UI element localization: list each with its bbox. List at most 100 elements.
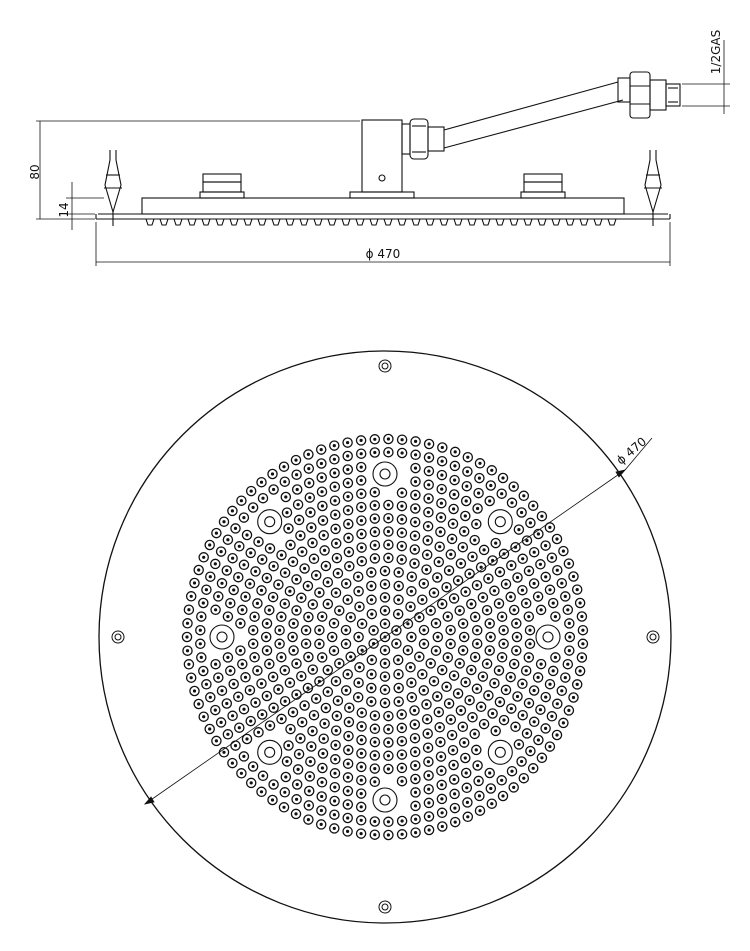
nozzle (299, 700, 310, 711)
nozzle (540, 540, 551, 551)
nozzle (474, 472, 485, 484)
nozzle (527, 500, 539, 511)
nozzle (274, 638, 285, 650)
nozzle (355, 788, 367, 799)
nozzle (279, 476, 291, 487)
nozzle (436, 664, 448, 676)
nozzle (469, 728, 480, 740)
nozzle (536, 752, 548, 764)
nozzle (355, 435, 367, 446)
nozzle (355, 475, 367, 486)
nozzle (485, 631, 496, 643)
nozzle (316, 805, 327, 816)
side-nozzle (243, 218, 253, 226)
nozzle (409, 732, 421, 744)
nozzle (250, 697, 261, 708)
nozzle (527, 763, 539, 774)
nozzle (532, 591, 544, 602)
nozzle (369, 539, 381, 551)
nozzle (369, 710, 381, 721)
nozzle (460, 586, 471, 598)
side-nozzle (453, 218, 463, 226)
nozzle (442, 652, 454, 663)
nozzle (435, 736, 446, 748)
nozzle (540, 571, 551, 583)
large-nozzle (487, 509, 513, 535)
nozzle (383, 750, 394, 762)
nozzle (280, 491, 292, 503)
nozzle (328, 645, 340, 656)
nozzle (210, 604, 221, 616)
side-nozzle (523, 218, 533, 226)
nozzle (291, 779, 303, 790)
nozzle (410, 449, 421, 461)
nozzle (436, 765, 447, 777)
nozzle (436, 598, 448, 610)
nozzle (410, 436, 421, 447)
nozzle (330, 523, 341, 535)
nozzle (423, 493, 434, 504)
nozzle (356, 721, 367, 732)
nozzle (369, 816, 381, 827)
nozzle (302, 580, 314, 592)
nozzle (383, 829, 394, 841)
large-nozzle (209, 624, 235, 650)
nozzle (290, 808, 302, 820)
nozzle (304, 771, 316, 782)
side-nozzle (509, 218, 519, 226)
nozzle (306, 522, 317, 533)
nozzle (417, 669, 428, 680)
nozzle (484, 645, 495, 656)
nozzle (523, 611, 535, 622)
nozzle (322, 598, 334, 610)
nozzle (234, 722, 245, 733)
nozzle (460, 676, 471, 688)
nozzle (562, 658, 574, 670)
nozzle (307, 537, 318, 549)
nozzle (418, 578, 430, 589)
nozzle (369, 447, 381, 458)
nozzle (352, 692, 364, 703)
side-nozzle (467, 218, 477, 226)
nozzle (471, 518, 482, 530)
nozzle (302, 682, 314, 694)
nozzle (457, 645, 469, 656)
nozzle (198, 552, 209, 563)
nozzle (458, 737, 470, 748)
nozzle (316, 472, 327, 483)
nozzle (342, 758, 354, 769)
nozzle (577, 638, 589, 650)
nozzle (471, 744, 482, 756)
nozzle (342, 477, 354, 489)
nozzle (423, 438, 435, 450)
nozzle (310, 570, 322, 581)
nozzle (410, 800, 421, 812)
nozzle (288, 618, 299, 629)
nozzle (512, 572, 523, 583)
nozzle (317, 500, 328, 512)
nozzle (393, 668, 404, 680)
nozzle (396, 829, 408, 840)
nozzle (322, 664, 334, 676)
nozzle (241, 529, 253, 541)
nozzle (460, 767, 472, 779)
nozzle (410, 773, 421, 785)
nozzle (452, 575, 464, 586)
nozzle (340, 638, 352, 650)
nozzle (330, 739, 341, 751)
nozzle (291, 605, 302, 616)
nozzle (222, 611, 234, 622)
side-diameter-label: ϕ 470 (366, 247, 401, 261)
nozzle (218, 516, 230, 527)
nozzle (196, 611, 207, 622)
nozzle (343, 730, 354, 742)
nozzle (273, 684, 284, 695)
nozzle (379, 592, 391, 603)
nozzle (410, 489, 421, 501)
nozzle (345, 611, 356, 623)
nozzle (185, 672, 197, 683)
nozzle (396, 554, 407, 565)
nozzle (533, 528, 544, 540)
large-nozzle (372, 787, 398, 813)
nozzle (369, 750, 381, 761)
